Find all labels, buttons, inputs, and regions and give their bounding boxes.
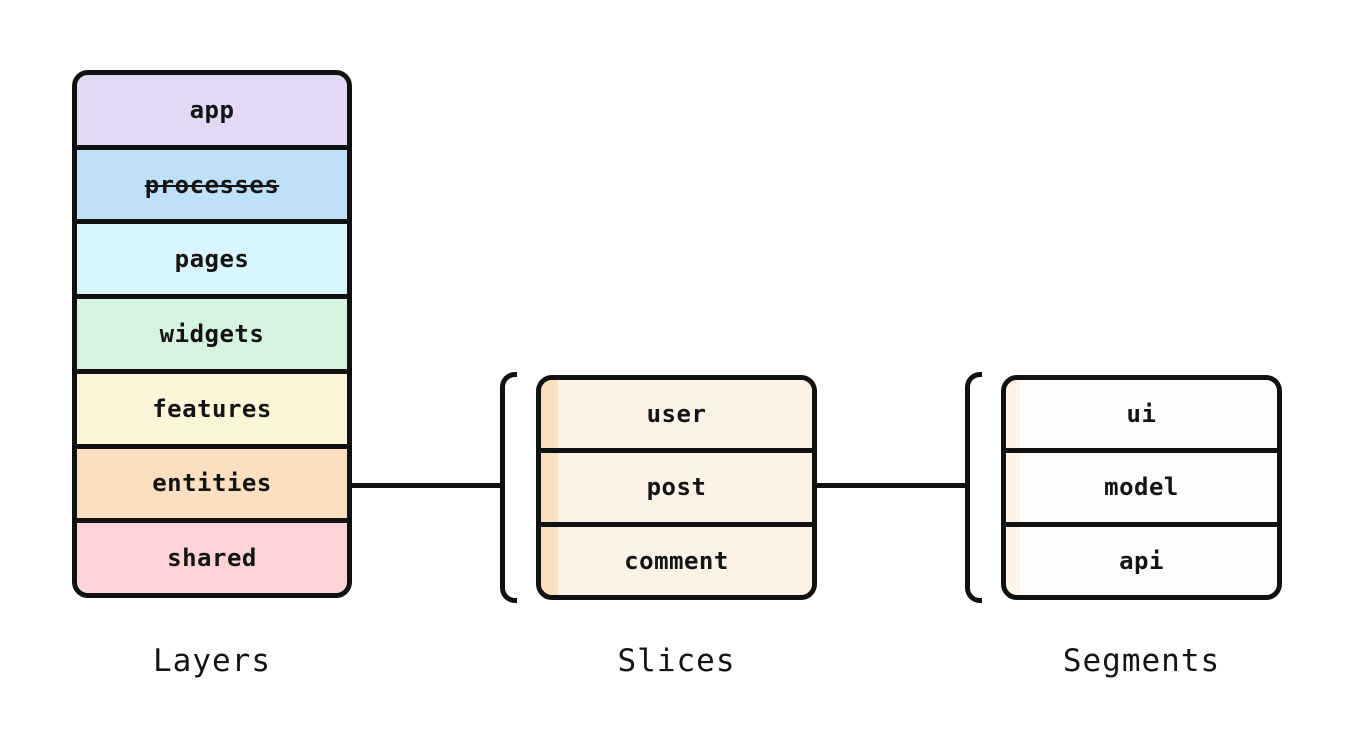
layer-label-features: features	[152, 394, 272, 423]
slices-bracket	[500, 372, 517, 603]
slice-label-comment: comment	[624, 546, 729, 575]
layer-row-widgets: widgets	[77, 299, 347, 374]
layer-row-entities: entities	[77, 448, 347, 524]
slice-label-user: user	[646, 400, 707, 429]
connector-layers-to-slices	[352, 483, 502, 488]
segments-caption: Segments	[1062, 643, 1221, 679]
slice-label-post: post	[646, 473, 707, 502]
connector-slices-to-segments	[816, 483, 967, 488]
layer-label-widgets: widgets	[159, 320, 265, 349]
slices-caption: Slices	[617, 643, 736, 679]
layer-label-entities: entities	[152, 469, 272, 498]
layer-row-processes: processes	[77, 149, 347, 225]
slices-box: user post comment	[536, 375, 817, 600]
layer-label-shared: shared	[167, 544, 257, 573]
segment-label-api: api	[1119, 546, 1164, 575]
layer-row-shared: shared	[77, 523, 347, 593]
segment-label-model: model	[1104, 473, 1179, 502]
segment-row-ui: ui	[1006, 380, 1277, 454]
layer-row-app: app	[77, 75, 347, 150]
slice-row-user: user	[541, 380, 812, 454]
layer-label-processes: processes	[144, 170, 280, 199]
layer-label-app: app	[189, 95, 235, 124]
segments-bracket	[965, 372, 982, 603]
slice-row-post: post	[541, 453, 812, 527]
layers-stack: app processes pages widgets features ent…	[72, 70, 352, 598]
segments-box: ui model api	[1001, 375, 1282, 600]
segment-row-model: model	[1006, 453, 1277, 527]
layers-caption: Layers	[153, 643, 271, 679]
layer-row-pages: pages	[77, 224, 347, 300]
slice-row-comment: comment	[541, 526, 812, 595]
segment-row-api: api	[1006, 526, 1277, 595]
layer-row-features: features	[77, 373, 347, 449]
segment-label-ui: ui	[1126, 400, 1157, 429]
layer-label-pages: pages	[174, 245, 250, 274]
